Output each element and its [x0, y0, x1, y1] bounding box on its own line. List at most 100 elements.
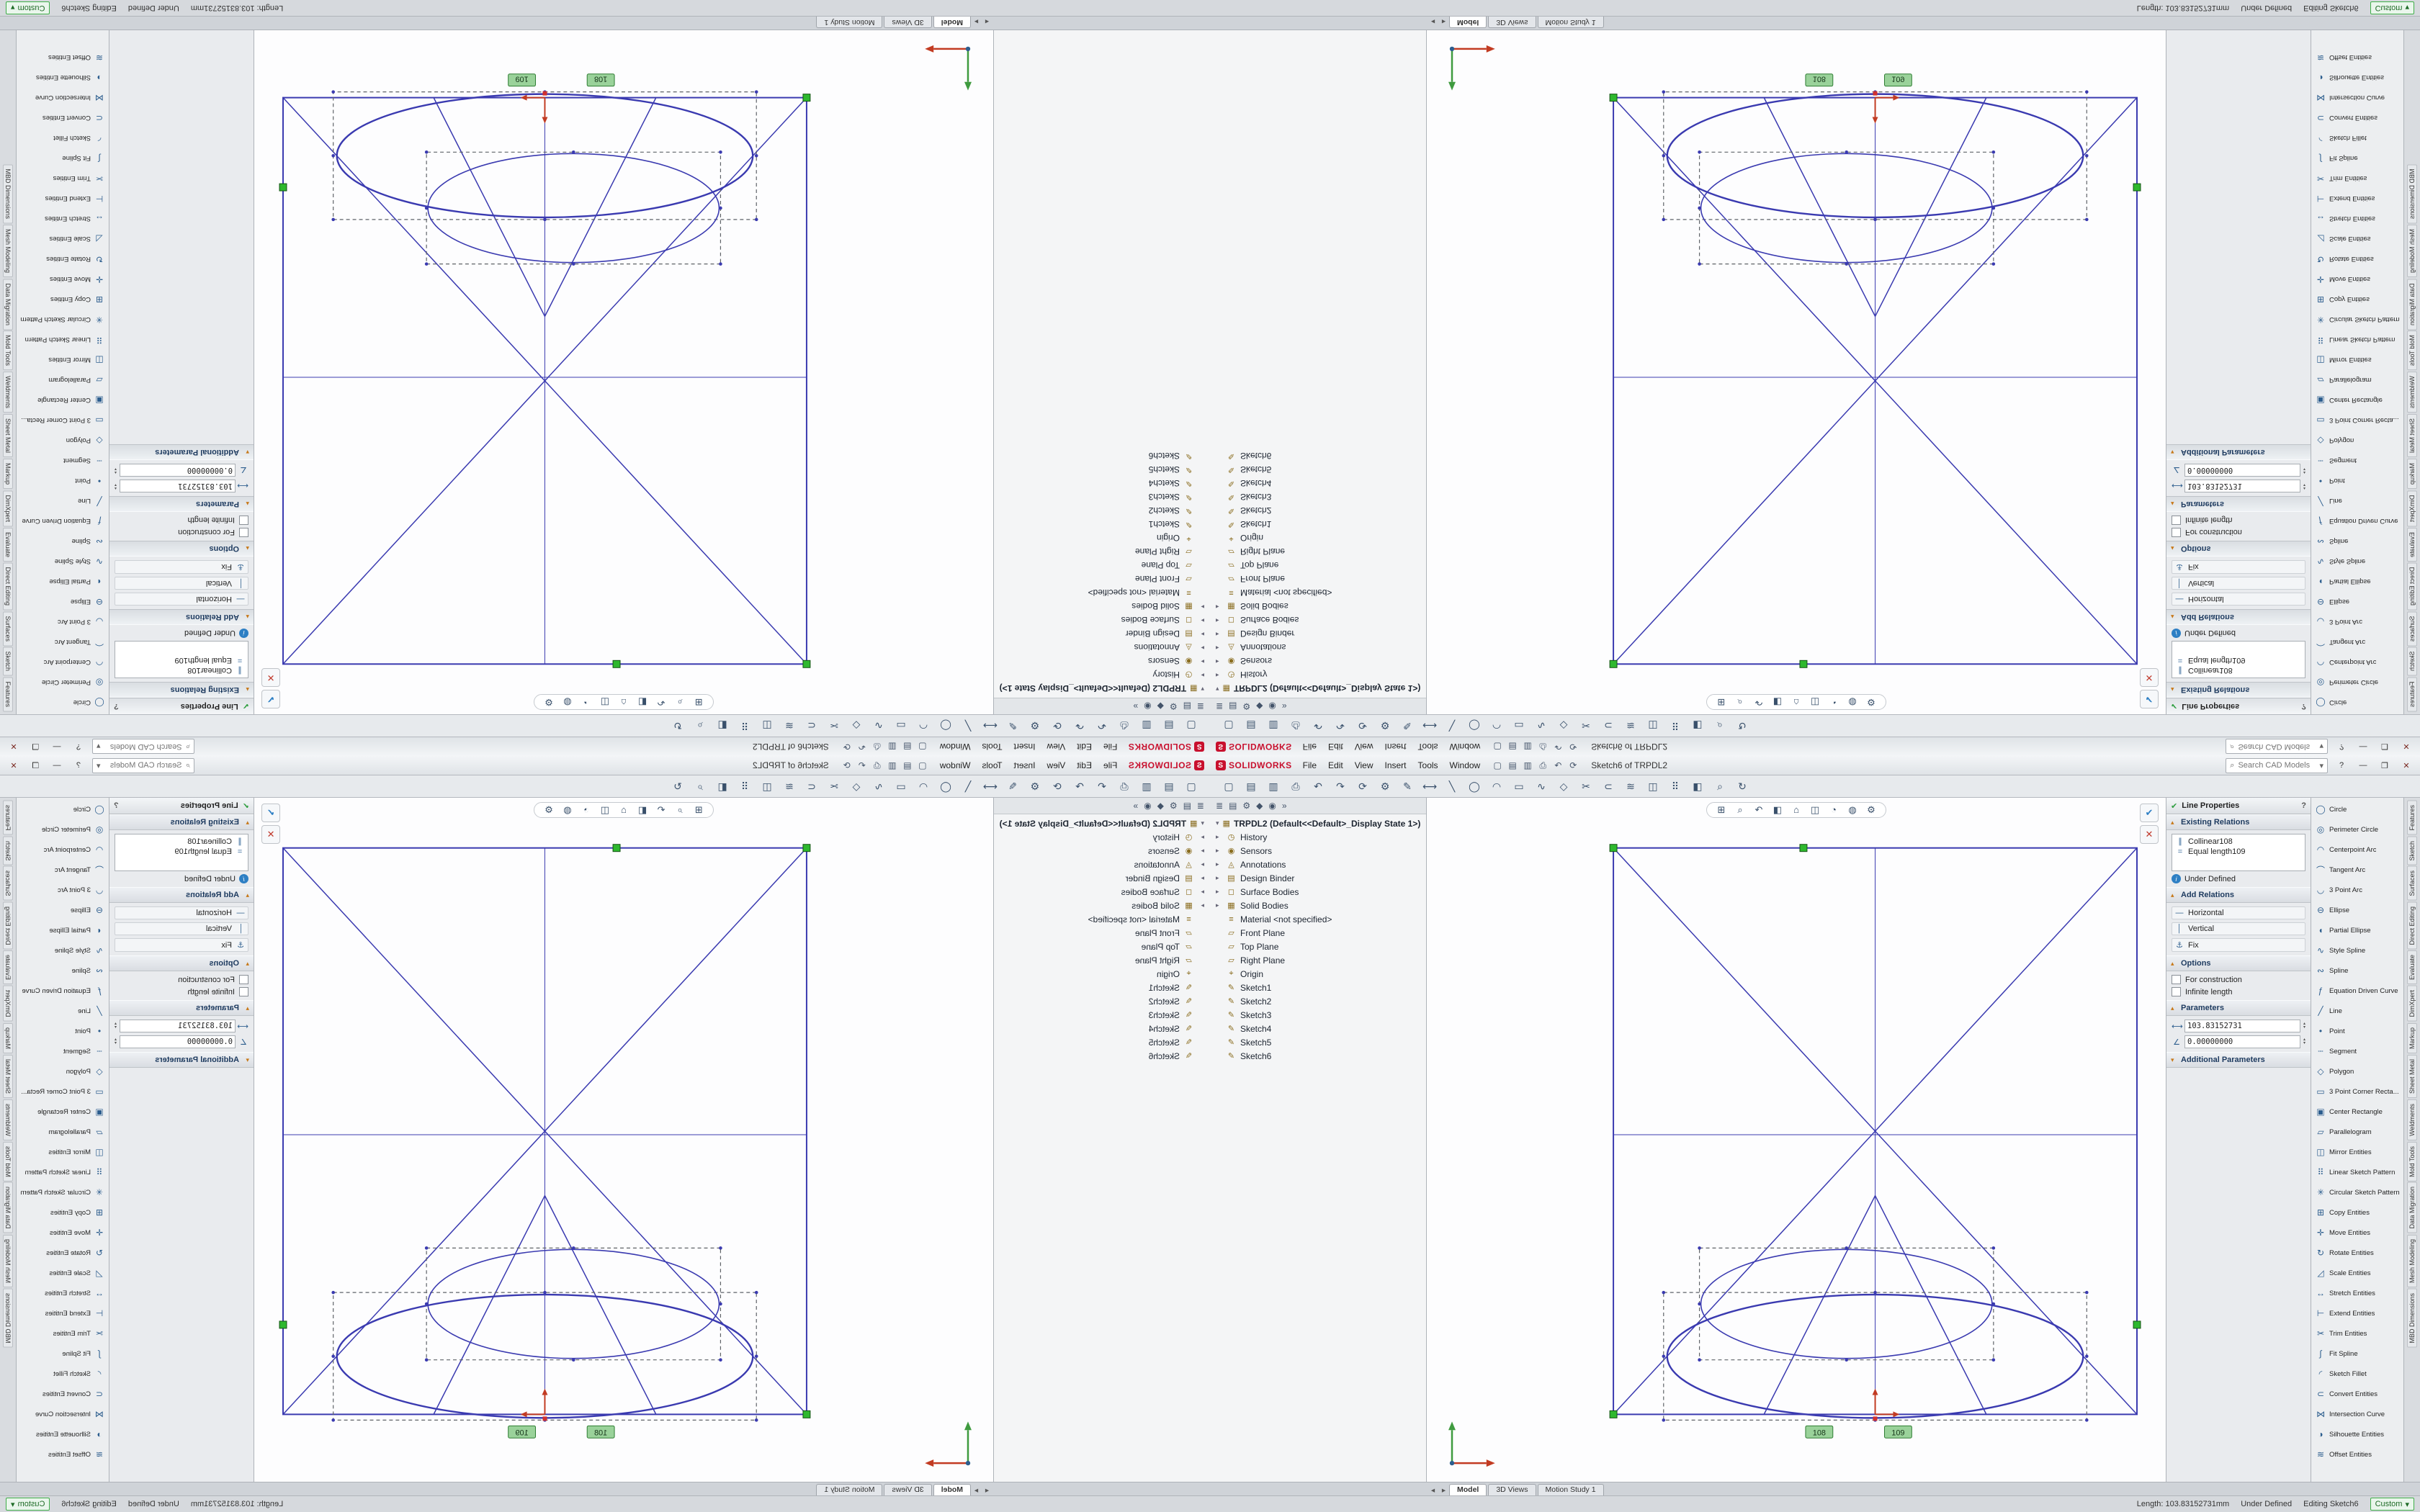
sketch-canvas[interactable]: 108 109	[1427, 798, 2166, 1482]
command-tab[interactable]: Direct Editing	[2407, 901, 2417, 950]
sketch-tool-item[interactable]: ◫ Mirror Entities	[2311, 1142, 2403, 1162]
line-icon[interactable]: ╲	[964, 780, 972, 792]
zoom-area-icon[interactable]: ⌕	[1737, 804, 1743, 815]
tree-root-item[interactable]: ▾ ▦ TRPDL2 (Default<<Default>_Display St…	[1210, 816, 1426, 830]
sketch-tool-item[interactable]: ▭ 3 Point Corner Recta...	[17, 1081, 109, 1102]
zoom-area-icon[interactable]: ⌕	[1737, 697, 1743, 708]
existing-relations-list[interactable]: ∥ Collinear108 = Equal length109	[2172, 641, 2305, 678]
chevron-down-icon[interactable]: ▾	[2319, 761, 2323, 770]
tree-item[interactable]: ✎ Sketch1	[994, 518, 1210, 531]
rotate-view-icon[interactable]: ↻	[673, 720, 682, 732]
sketch-tool-item[interactable]: ◎ Perimeter Circle	[2311, 819, 2403, 840]
sketch-tool-item[interactable]: ⊞ Copy Entities	[17, 1202, 109, 1223]
expander-icon[interactable]: ▸	[1201, 672, 1204, 679]
expander-icon[interactable]: ▾	[1201, 819, 1204, 827]
options-header[interactable]: ▴ Options	[2166, 541, 2311, 557]
menu-item[interactable]: Window	[1449, 742, 1481, 752]
sketch-tool-item[interactable]: ⊂ Convert Entities	[17, 108, 109, 128]
model-tab[interactable]: 3D Views	[884, 17, 932, 28]
redo-icon[interactable]: ↷	[1075, 720, 1084, 732]
help-button[interactable]: ?	[76, 761, 81, 770]
sketch-tool-item[interactable]: ⌒ Tangent Arc	[17, 632, 109, 652]
zoom-icon[interactable]: ⌕	[697, 720, 703, 732]
tree-item[interactable]: ≡ Material <not specified>	[1210, 586, 1426, 600]
zoom-area-icon[interactable]: ⌕	[677, 804, 683, 815]
pm-ok-icon[interactable]: ✔	[2171, 801, 2178, 811]
command-tab[interactable]: Data Migration	[2407, 1182, 2417, 1233]
help-button[interactable]: ?	[2339, 742, 2344, 751]
command-tab[interactable]: DimXpert	[2407, 490, 2417, 526]
print-icon[interactable]: ⎙	[1120, 780, 1129, 792]
offset-entities-icon[interactable]: ≋	[785, 780, 794, 792]
display-manager-tab-icon[interactable]: ◉	[1144, 701, 1152, 711]
sketch-tool-item[interactable]: ◇ Polygon	[17, 1061, 109, 1081]
search-box[interactable]: ⌕ ▾	[92, 757, 194, 773]
parameters-header[interactable]: ▴ Parameters	[2166, 1000, 2311, 1016]
sketch-canvas[interactable]: 108 109	[254, 30, 993, 714]
sketch-tool-item[interactable]: • Point	[2311, 1021, 2403, 1041]
relation-item[interactable]: = Equal length109	[117, 847, 246, 857]
spinner[interactable]: ▴ ▾	[115, 467, 117, 474]
redo-icon[interactable]: ↷	[1336, 780, 1345, 792]
command-tab[interactable]: Features	[3, 677, 13, 711]
sketch-tool-item[interactable]: ◎ Perimeter Circle	[17, 672, 109, 693]
parameter-input[interactable]	[120, 1035, 236, 1048]
offset-entities-icon[interactable]: ≋	[1626, 720, 1635, 732]
sketch-tool-item[interactable]: ≋ Offset Entities	[2311, 1444, 2403, 1464]
expand-panel-icon[interactable]: »	[1133, 701, 1139, 711]
hide-show-icon[interactable]: ◔	[1831, 697, 1837, 708]
sketch-tool-item[interactable]: ⊢ Extend Entities	[2311, 189, 2403, 209]
spline-icon[interactable]: ∿	[1537, 780, 1546, 792]
sketch-tool-item[interactable]: ◡ 3 Point Arc	[17, 880, 109, 900]
relation-tag-108[interactable]: 108	[1805, 73, 1834, 87]
expander-icon[interactable]: ▸	[1216, 644, 1219, 652]
option-row[interactable]: For construction	[2172, 975, 2305, 984]
new-icon[interactable]: ▢	[1186, 720, 1196, 732]
open-icon[interactable]: ▤	[1508, 760, 1517, 770]
parameter-input[interactable]	[120, 464, 236, 477]
mirror-entities-icon[interactable]: ◫	[762, 720, 772, 732]
add-relation-button[interactable]: │ Vertical	[115, 577, 248, 590]
rebuild-icon[interactable]: ⟳	[1358, 720, 1367, 732]
parameter-input[interactable]	[2184, 464, 2300, 477]
tree-item[interactable]: ▸ ◷ History	[1210, 830, 1426, 844]
pm-help-icon[interactable]: ?	[2301, 702, 2306, 711]
sketch-tool-item[interactable]: ◜ Sketch Fillet	[17, 1364, 109, 1384]
sketch-tool-item[interactable]: ∿ Style Spline	[2311, 552, 2403, 572]
pm-help-icon[interactable]: ?	[114, 801, 119, 810]
hide-show-icon[interactable]: ◔	[583, 697, 589, 708]
menu-item[interactable]: View	[1047, 760, 1066, 770]
open-icon[interactable]: ▤	[1246, 720, 1256, 732]
minimize-button[interactable]: —	[53, 761, 61, 770]
command-tab[interactable]: Direct Editing	[3, 901, 13, 950]
command-tab[interactable]: Evaluate	[3, 950, 13, 985]
expander-icon[interactable]: ▸	[1216, 901, 1219, 909]
sketch-tool-item[interactable]: ◖ Partial Ellipse	[2311, 572, 2403, 592]
expander-icon[interactable]: ▸	[1201, 644, 1204, 652]
spinner-down-icon[interactable]: ▾	[115, 1025, 117, 1030]
command-tab[interactable]: Sketch	[3, 647, 13, 676]
undo-icon[interactable]: ↶	[1098, 720, 1106, 732]
tree-item[interactable]: ✎ Sketch1	[1210, 518, 1426, 531]
dimxpert-tab-icon[interactable]: ◆	[1157, 801, 1164, 811]
sketch-tool-item[interactable]: ⋈ Intersection Curve	[2311, 1404, 2403, 1424]
menu-item[interactable]: Window	[1449, 760, 1481, 770]
parameter-input[interactable]	[2184, 480, 2300, 492]
sketch-tool-item[interactable]: ↻ Rotate Entities	[17, 249, 109, 269]
spinner-down-icon[interactable]: ▾	[115, 1041, 117, 1045]
polygon-icon[interactable]: ◇	[852, 720, 861, 732]
tree-item[interactable]: ▱ Right Plane	[1210, 545, 1426, 559]
sketch-tool-item[interactable]: ⌒ Tangent Arc	[2311, 632, 2403, 652]
tree-item[interactable]: ▸ ▤ Design Binder	[1210, 871, 1426, 885]
sketch-tool-item[interactable]: ✛ Move Entities	[17, 269, 109, 289]
previous-view-icon[interactable]: ↶	[1754, 697, 1763, 708]
chevron-down-icon[interactable]: ▾	[97, 761, 101, 770]
sketch-tool-item[interactable]: ƒ Equation Driven Curve	[17, 511, 109, 531]
spinner-up-icon[interactable]: ▴	[2303, 1038, 2305, 1042]
search-input[interactable]	[2236, 760, 2318, 770]
close-button[interactable]: ✕	[2403, 742, 2410, 751]
appearance-icon[interactable]: ◍	[1848, 697, 1857, 708]
option-row[interactable]: Infinite length	[2172, 987, 2305, 996]
sketch-tool-item[interactable]: • Point	[2311, 471, 2403, 491]
parameter-field[interactable]: ⟷ ▴ ▾	[2172, 480, 2305, 492]
